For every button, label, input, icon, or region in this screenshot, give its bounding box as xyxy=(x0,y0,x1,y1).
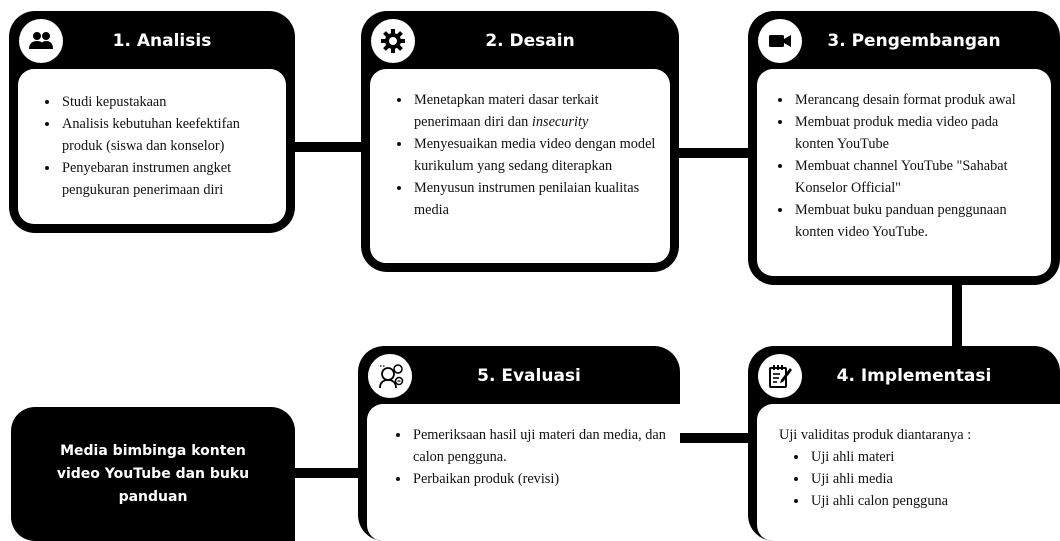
output-box: Media bimbinga konten video YouTube dan … xyxy=(11,407,295,541)
list-item: Membuat channel YouTube "Sahabat Konselo… xyxy=(793,155,1039,199)
connector-2-3 xyxy=(678,148,758,158)
output-text: Media bimbinga konten video YouTube dan … xyxy=(56,442,250,505)
step-body: Merancang desain format produk awal Memb… xyxy=(757,69,1051,276)
step-list: Studi kepustakaan Analisis kebutuhan kee… xyxy=(38,91,274,201)
step-header: 5. Evaluasi xyxy=(358,346,680,406)
step-list: Merancang desain format produk awal Memb… xyxy=(771,89,1039,243)
list-item: Merancang desain format produk awal xyxy=(793,89,1039,111)
list-item: Studi kepustakaan xyxy=(60,91,274,113)
step-title: 3. Pengembangan xyxy=(827,31,1001,51)
step-intro: Uji validitas produk diantaranya : xyxy=(779,427,972,443)
step-body: Pemeriksaan hasil uji materi dan media, … xyxy=(367,404,680,541)
step-card-pengembangan: 3. Pengembangan Merancang desain format … xyxy=(748,11,1060,285)
connector-3-4 xyxy=(952,283,962,353)
step-header: 4. Implementasi xyxy=(748,346,1060,406)
connector-4-5 xyxy=(676,433,756,443)
step-title: 1. Analisis xyxy=(112,31,212,51)
list-item: Membuat buku panduan penggunaan konten v… xyxy=(793,199,1039,243)
gear-icon xyxy=(371,19,415,63)
list-item: Uji ahli calon pengguna xyxy=(809,490,1048,512)
list-item: Perbaikan produk (revisi) xyxy=(411,468,668,490)
step-header: 3. Pengembangan xyxy=(748,11,1060,71)
step-card-analisis: 1. Analisis Studi kepustakaan Analisis k… xyxy=(9,11,295,233)
list-item-emphasis: insecurity xyxy=(531,114,589,130)
list-item: Menyesuaikan media video dengan model ku… xyxy=(412,133,658,177)
step-header: 2. Desain xyxy=(361,11,679,71)
video-camera-icon xyxy=(758,19,802,63)
list-item: Analisis kebutuhan keefektifan produk (s… xyxy=(60,113,274,157)
step-list: Menetapkan materi dasar terkait penerima… xyxy=(390,89,658,221)
list-item: Uji ahli materi xyxy=(809,446,1048,468)
step-card-implementasi: 4. Implementasi Uji validitas produk dia… xyxy=(748,346,1060,541)
step-body: Studi kepustakaan Analisis kebutuhan kee… xyxy=(18,69,286,224)
list-item: Menetapkan materi dasar terkait penerima… xyxy=(412,89,658,133)
step-list: Uji ahli materi Uji ahli media Uji ahli … xyxy=(779,446,1048,512)
connector-1-2 xyxy=(293,142,363,152)
notepad-pen-icon xyxy=(758,354,802,398)
list-item-text: Menetapkan materi dasar terkait penerima… xyxy=(414,92,599,130)
step-title: 2. Desain xyxy=(485,31,575,51)
step-title: 4. Implementasi xyxy=(836,366,992,386)
step-list: Pemeriksaan hasil uji materi dan media, … xyxy=(389,424,668,490)
step-header: 1. Analisis xyxy=(9,11,295,71)
list-item: Membuat produk media video pada konten Y… xyxy=(793,111,1039,155)
step-body: Menetapkan materi dasar terkait penerima… xyxy=(370,69,670,263)
step-card-evaluasi: 5. Evaluasi Pemeriksaan hasil uji materi… xyxy=(358,346,680,541)
step-card-desain: 2. Desain Menetapkan materi dasar terkai… xyxy=(361,11,679,272)
list-item: Menyusun instrumen penilaian kualitas me… xyxy=(412,177,658,221)
step-body: Uji validitas produk diantaranya : Uji a… xyxy=(757,404,1060,541)
list-item: Pemeriksaan hasil uji materi dan media, … xyxy=(411,424,668,468)
list-item: Uji ahli media xyxy=(809,468,1048,490)
step-title: 5. Evaluasi xyxy=(477,366,581,386)
people-icon xyxy=(19,19,63,63)
connector-5-output xyxy=(290,468,362,478)
list-item: Penyebaran instrumen angket pengukuran p… xyxy=(60,157,274,201)
evaluation-person-icon xyxy=(368,354,412,398)
